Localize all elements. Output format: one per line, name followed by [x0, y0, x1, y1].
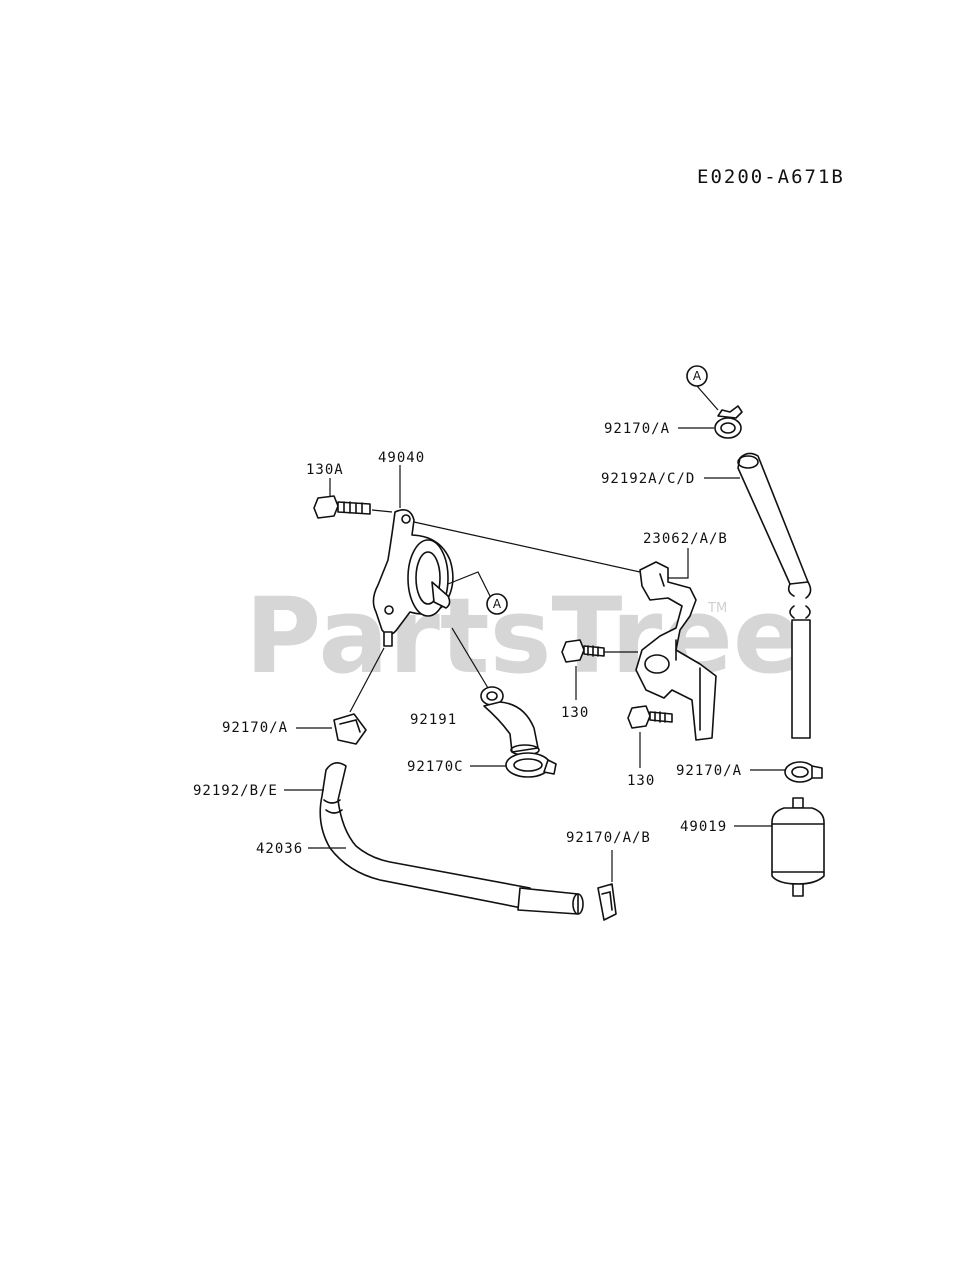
bolt-130-lower [627, 705, 673, 729]
label-92192be: 92192/B/E [193, 783, 278, 799]
label-92170c: 92170C [407, 759, 464, 775]
clamp-92170c [505, 752, 557, 778]
hose-92192acd [737, 452, 812, 739]
leader-bolt-pump [371, 509, 393, 513]
clamp-92170a-right [784, 761, 823, 783]
elbow-hose-92191 [480, 686, 540, 756]
label-130a: 130A [306, 462, 344, 478]
ref-marker-a-pump: A [447, 571, 508, 615]
bolt-130-upper [561, 639, 605, 663]
label-92191: 92191 [410, 712, 457, 728]
label-130-upper: 130 [561, 705, 589, 721]
watermark: PartsTree [245, 575, 803, 697]
label-49040: 49040 [378, 450, 425, 466]
clamp-92170a-top [714, 405, 743, 439]
bolt-130a [313, 495, 371, 519]
fuel-pump [372, 509, 454, 647]
bracket-23062ab [635, 561, 717, 741]
leader-clamp-pump [349, 647, 385, 713]
watermark-trademark: TM [707, 601, 727, 616]
leader-23062ab [668, 548, 689, 579]
ref-marker-a-top: A [686, 365, 719, 411]
label-92170a-top: 92170/A [604, 421, 670, 437]
clamp-92170a-left [333, 713, 367, 745]
clamp-92170ab [597, 883, 617, 921]
hose-42036 [319, 762, 584, 915]
ref-marker-a-pump-label: A [493, 597, 502, 611]
label-92170ab: 92170/A/B [566, 830, 651, 846]
label-130-lower: 130 [627, 773, 655, 789]
diagram-code: E0200-A671B [697, 166, 845, 188]
leader-pump-bracket [413, 521, 641, 573]
label-23062ab: 23062/A/B [643, 531, 728, 547]
leader-92191-pump [451, 627, 489, 689]
label-92170a-left: 92170/A [222, 720, 288, 736]
ref-marker-a-top-label: A [693, 369, 702, 383]
label-92192acd: 92192A/C/D [601, 471, 695, 487]
label-92170a-right: 92170/A [676, 763, 742, 779]
label-49019: 49019 [680, 819, 727, 835]
fuel-filter-49019 [771, 797, 825, 897]
label-42036: 42036 [256, 841, 303, 857]
